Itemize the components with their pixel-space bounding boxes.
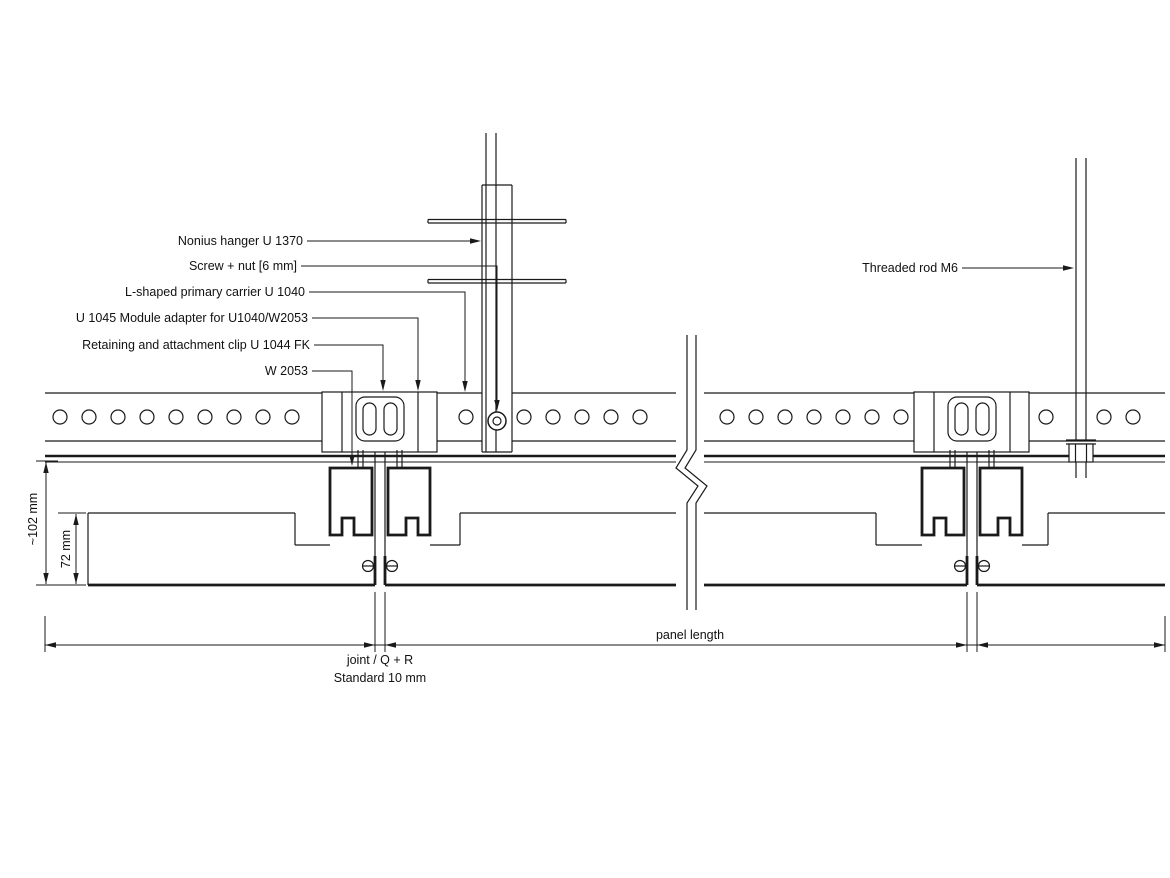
label-threaded-rod: Threaded rod M6	[862, 261, 958, 275]
ceiling-panels	[87, 512, 1165, 587]
leader-module-adapter	[312, 317, 419, 383]
label-primary-carrier: L-shaped primary carrier U 1040	[125, 285, 305, 299]
dim-panel-length: panel length	[655, 628, 725, 642]
threaded-rod	[1066, 158, 1096, 478]
dim-joint-standard: Standard 10 mm	[333, 671, 427, 685]
dim-joint: joint / Q + R	[346, 653, 414, 667]
leader-primary-carrier	[309, 291, 466, 384]
hex-nut	[1068, 443, 1094, 463]
leader-lines	[301, 240, 1071, 458]
rail-perforations	[52, 409, 1141, 425]
label-nonius-hanger: Nonius hanger U 1370	[177, 234, 303, 248]
label-module-adapter: U 1045 Module adapter for U1040/W2053	[75, 311, 308, 325]
label-screw-nut: Screw + nut [6 mm]	[188, 259, 297, 273]
break-symbol	[675, 330, 708, 615]
label-w2053: W 2053	[264, 364, 308, 378]
leader-w2053	[312, 370, 353, 458]
nonius-pin-upper	[427, 218, 567, 224]
clip-assemblies	[321, 391, 1030, 585]
leader-retaining-clip	[314, 344, 384, 383]
leader-screw-nut	[301, 265, 498, 403]
dim-panel-thickness: 72 mm	[59, 529, 73, 569]
dim-system-height: ~102 mm	[26, 492, 40, 546]
screw-nut-head	[487, 411, 507, 431]
label-retaining-clip: Retaining and attachment clip U 1044 FK	[82, 338, 310, 352]
arrowheads	[43, 238, 1165, 648]
